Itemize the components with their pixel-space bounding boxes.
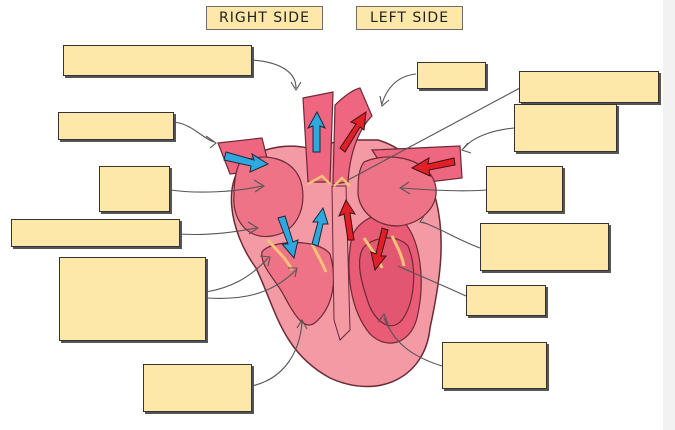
label-box-semilunar-valve[interactable] xyxy=(11,219,180,247)
label-box-right-ventricle[interactable] xyxy=(143,364,252,412)
label-box-bicuspid-valve[interactable] xyxy=(480,223,609,271)
pointer-line xyxy=(401,187,487,192)
tricuspid-valve xyxy=(266,239,328,273)
red-flow-arrow-icon xyxy=(338,198,357,241)
label-box-right-atrium[interactable] xyxy=(99,166,170,212)
red-flow-arrow-icon xyxy=(410,157,456,177)
pointer-line xyxy=(383,317,443,367)
pointer-line xyxy=(205,257,269,293)
semilunar-valve-aortic xyxy=(333,176,351,187)
blue-flow-arrow-icon xyxy=(311,206,329,247)
scrollbar-track[interactable] xyxy=(663,0,675,430)
label-box-pulmonary-vein[interactable] xyxy=(514,104,617,152)
red-flow-arrow-icon xyxy=(339,110,367,153)
blue-flow-arrow-icon xyxy=(223,151,270,173)
label-box-tricuspid-valve[interactable] xyxy=(59,257,206,341)
header-right-side: RIGHT SIDE xyxy=(206,6,323,30)
label-box-septum[interactable] xyxy=(466,285,546,316)
pointer-line xyxy=(205,269,297,299)
pointer-arrowheads xyxy=(205,81,472,330)
right-ventricle xyxy=(261,241,335,326)
label-box-vena-cava[interactable] xyxy=(58,112,174,140)
label-box-left-atrium[interactable] xyxy=(486,166,563,212)
semilunar-valve-pulmonary xyxy=(307,174,331,186)
blue-flow-arrow-icon xyxy=(277,215,299,260)
header-left-side: LEFT SIDE xyxy=(356,6,463,30)
pointer-line xyxy=(251,59,297,89)
pointer-line xyxy=(169,185,263,193)
pointer-line xyxy=(173,121,215,143)
pointer-line xyxy=(463,127,515,149)
label-box-left-ventricle[interactable] xyxy=(442,342,547,389)
red-flow-arrow-icon xyxy=(370,227,389,272)
label-box-deoxygenated-blood[interactable] xyxy=(519,71,659,103)
blue-flow-arrow-icon xyxy=(306,110,327,153)
pointer-line xyxy=(179,227,257,236)
pointer-line xyxy=(347,87,521,181)
pointer-line xyxy=(381,73,417,105)
pointer-line xyxy=(397,265,467,297)
pointer-line xyxy=(251,321,303,387)
label-box-pulmonary-artery[interactable] xyxy=(63,45,252,76)
right-atrium xyxy=(233,156,304,238)
label-box-aorta[interactable] xyxy=(417,62,486,89)
